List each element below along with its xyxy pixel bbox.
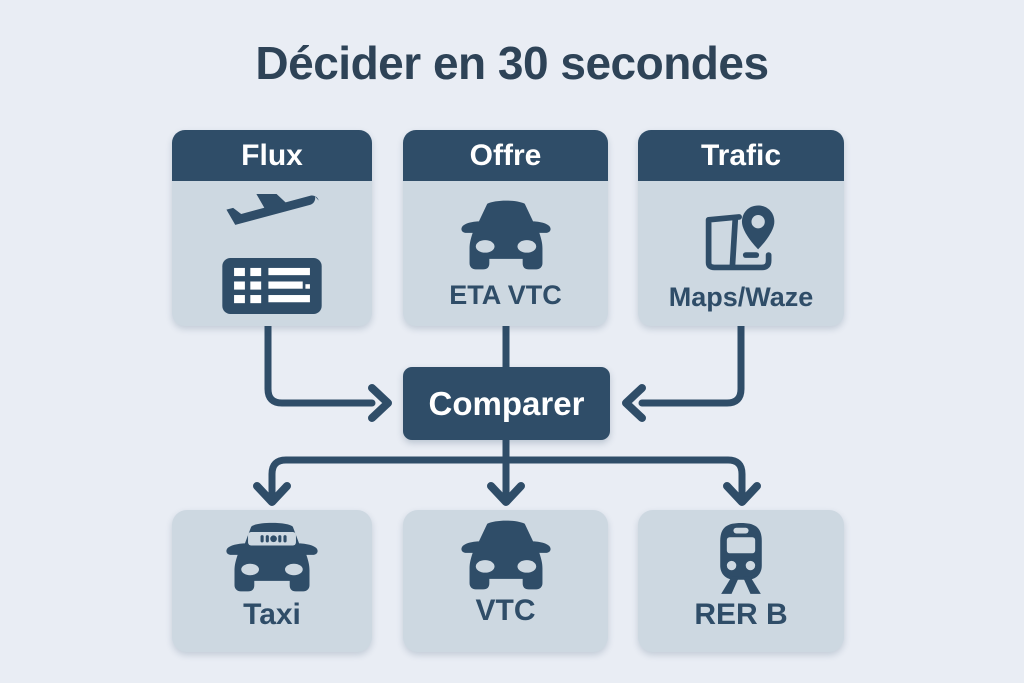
arrowhead-down-left-icon [253,482,291,506]
arrowhead-right-icon [368,384,392,422]
page-title: Décider en 30 secondes [255,37,769,89]
comparer-node: Comparer [403,367,610,440]
arrowhead-down-right-icon [723,482,761,506]
car-icon [460,520,551,590]
card-offre-caption: ETA VTC [449,280,562,310]
boarding-pass-icon [222,257,322,314]
arrow-flux-to-comparer [264,322,376,407]
train-icon [720,523,762,594]
card-flux-header: Flux [172,130,372,181]
card-offre-body: ETA VTC [403,181,608,326]
card-vtc: VTC [403,510,608,652]
arrow-trafic-to-comparer [638,322,745,407]
card-taxi-label: Taxi [243,598,301,631]
car-icon [460,200,551,270]
card-taxi-body: Taxi [172,510,372,652]
taxi-icon [226,522,318,592]
card-offre: Offre ETA VTC [403,130,608,326]
card-rerb-body: RER B [638,510,844,652]
map-pin-icon [705,205,775,271]
card-rerb-label: RER B [694,598,788,631]
card-vtc-body: VTC [403,510,608,652]
card-trafic-caption: Maps/Waze [668,282,814,312]
card-rerb: RER B [638,510,844,652]
card-taxi: Taxi [172,510,372,652]
flight-takeoff-icon [226,193,319,225]
card-vtc-label: VTC [475,594,536,627]
card-flux-body [172,181,372,326]
card-trafic-body: Maps/Waze [638,181,844,326]
card-offre-header: Offre [403,130,608,181]
card-trafic-header: Trafic [638,130,844,181]
arrowhead-down-center-icon [487,482,525,506]
card-flux: Flux [172,130,372,326]
arrow-branch-line [268,456,746,502]
comparer-label: Comparer [428,384,585,422]
arrowhead-left-icon [622,384,646,422]
card-trafic: Trafic Maps/Waze [638,130,844,326]
